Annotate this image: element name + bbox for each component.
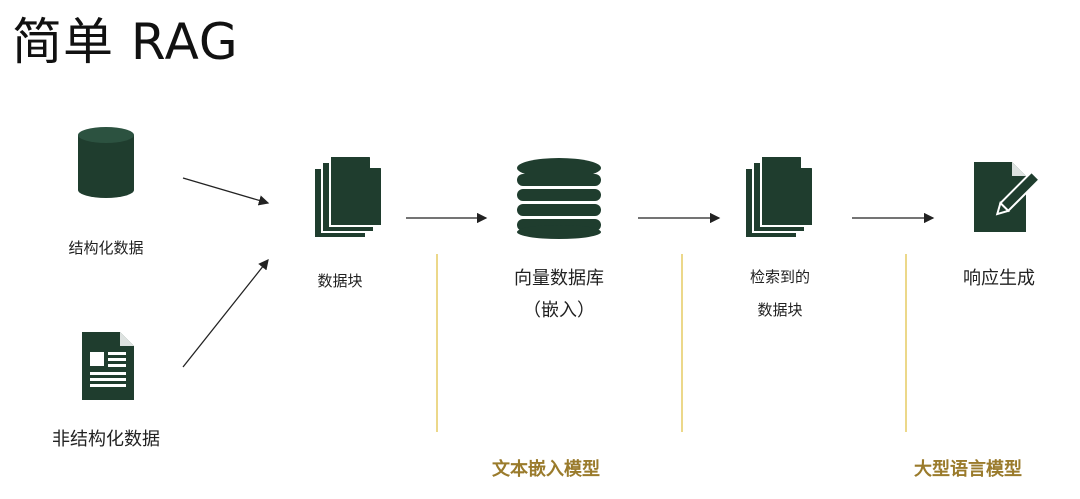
unstructured-data-label: 非结构化数据	[52, 429, 160, 450]
divider-embedding-left	[436, 254, 438, 432]
retrieved-label: 检索到的	[749, 268, 810, 286]
document-icon	[82, 332, 134, 400]
edit-document-icon	[974, 162, 1041, 232]
page-title: 简单 RAG	[12, 13, 239, 71]
vector-db-label: 向量数据库	[514, 268, 604, 289]
divider-embedding-right	[681, 254, 683, 432]
retrieved-documents-icon	[744, 155, 814, 239]
arrow-structured-to-chunks	[182, 177, 270, 206]
vector-database-icon	[517, 158, 601, 239]
stacked-documents-icon	[313, 155, 383, 239]
divider-llm	[905, 254, 907, 432]
vector-db-sublabel: （嵌入）	[523, 300, 595, 321]
response-label: 响应生成	[963, 268, 1035, 289]
database-icon	[78, 127, 134, 198]
llm-label: 大型语言模型	[914, 459, 1022, 480]
structured-data-label: 结构化数据	[68, 239, 144, 257]
arrow-unstructured-to-chunks	[182, 258, 269, 368]
retrieved-sublabel: 数据块	[757, 301, 803, 319]
chunks-label: 数据块	[317, 272, 363, 290]
embedding-model-label: 文本嵌入模型	[492, 459, 600, 480]
